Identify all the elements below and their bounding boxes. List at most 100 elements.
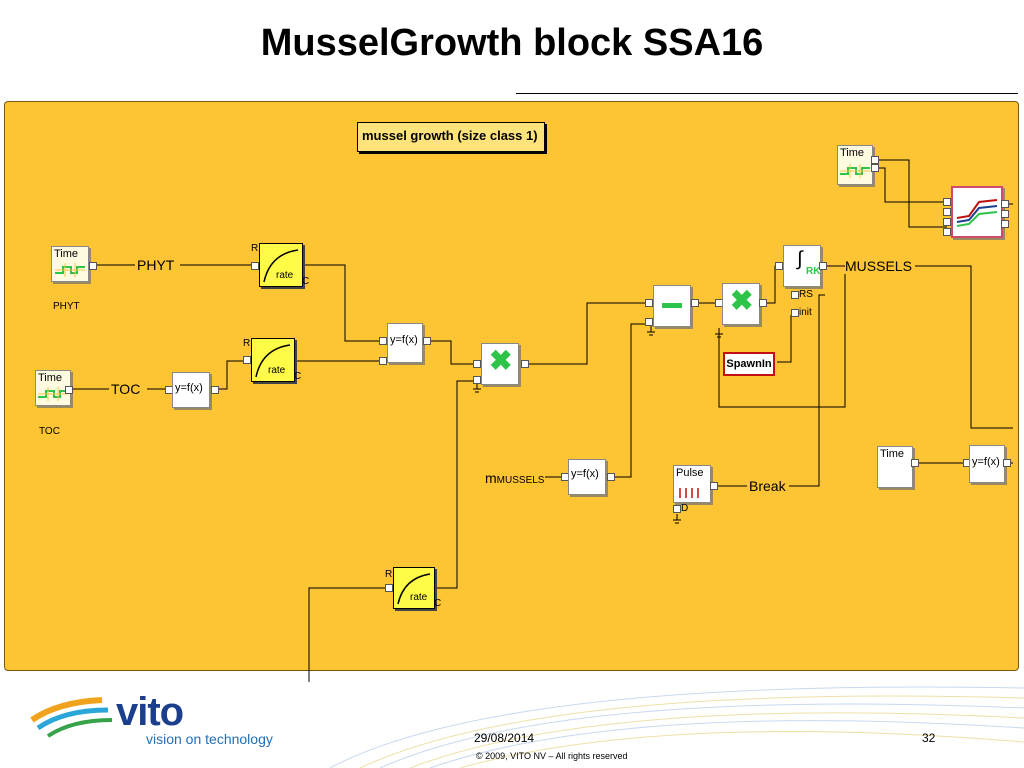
- output-port[interactable]: [1001, 220, 1009, 228]
- title-rule: [516, 93, 1018, 94]
- output-port[interactable]: [871, 164, 879, 172]
- port-label-rs: RS: [799, 289, 813, 300]
- rate-curve-icon: [263, 249, 299, 283]
- integrator-block[interactable]: ∫ RK: [783, 245, 821, 287]
- output-port[interactable]: [871, 156, 879, 164]
- multiply-block-1[interactable]: ✖: [481, 343, 519, 385]
- input-port[interactable]: [943, 198, 951, 206]
- rate-block-2[interactable]: rate: [251, 338, 295, 382]
- input-port[interactable]: [645, 299, 653, 307]
- yfx-block-center[interactable]: y=f(x): [387, 323, 423, 363]
- pulse-block[interactable]: Pulse: [673, 465, 711, 503]
- copyright-notice: © 2009, VITO NV – All rights reserved: [476, 751, 628, 761]
- output-port[interactable]: [710, 482, 718, 490]
- input-port[interactable]: [791, 291, 799, 299]
- output-port[interactable]: [759, 299, 767, 307]
- input-port[interactable]: [243, 356, 251, 364]
- rate-curve-icon: [397, 573, 431, 605]
- vito-tagline: vision on technology: [146, 731, 273, 747]
- vito-logo-word: vito: [116, 690, 184, 734]
- input-port[interactable]: [251, 262, 259, 270]
- input-port[interactable]: [791, 309, 799, 317]
- input-port[interactable]: [385, 584, 393, 592]
- input-port[interactable]: [775, 262, 783, 270]
- multiply-icon: ✖: [489, 345, 513, 376]
- spawnin-block[interactable]: SpawnIn: [723, 352, 775, 376]
- output-port[interactable]: [423, 337, 431, 345]
- wire-mussels-out: [915, 265, 1013, 429]
- signal-break: Break: [749, 478, 786, 494]
- signal-toc: TOC: [111, 381, 141, 397]
- yfx-block-mussels[interactable]: y=f(x): [568, 459, 606, 495]
- wire-time-scope-2: [873, 167, 947, 203]
- minus-icon: [662, 303, 682, 308]
- port-label-c: C: [294, 371, 302, 382]
- output-port[interactable]: [521, 360, 529, 368]
- wire-rate3-in: [308, 587, 389, 682]
- input-port[interactable]: [379, 337, 387, 345]
- footer-swoosh: [329, 686, 1024, 768]
- subtract-block[interactable]: [653, 285, 691, 327]
- time-block-bottom[interactable]: Time: [877, 446, 913, 488]
- wire-spawn: [777, 315, 792, 363]
- m-mussels-label: MUSSELS: [496, 475, 545, 486]
- port-label-c: C: [434, 598, 442, 609]
- output-port[interactable]: [1003, 459, 1011, 467]
- wire-rate3-mult: [437, 380, 477, 589]
- wire-mult-minus: [525, 302, 649, 365]
- vito-logo-icon: [30, 697, 113, 738]
- scope-block[interactable]: [951, 186, 1003, 238]
- output-port[interactable]: [65, 386, 73, 394]
- output-port[interactable]: [211, 386, 219, 394]
- time-series-icon: [840, 164, 870, 178]
- rate-block-1[interactable]: rate: [259, 243, 303, 287]
- output-port[interactable]: [911, 459, 919, 467]
- m-prefix: m: [485, 470, 497, 486]
- output-port[interactable]: [607, 473, 615, 481]
- input-port[interactable]: [943, 208, 951, 216]
- output-port[interactable]: [89, 262, 97, 270]
- signal-mussels: MUSSELS: [845, 258, 912, 274]
- output-port[interactable]: [1001, 200, 1009, 208]
- time-series-icon: [38, 387, 68, 401]
- rate-curve-icon: [255, 344, 291, 378]
- ground-icon: [673, 514, 681, 524]
- time-series-icon: [55, 263, 85, 277]
- yfx-block-right[interactable]: y=f(x): [969, 445, 1005, 483]
- integral-icon: ∫: [797, 248, 803, 270]
- input-port[interactable]: [379, 357, 387, 365]
- output-port[interactable]: [691, 299, 699, 307]
- input-port[interactable]: [943, 218, 951, 226]
- output-port[interactable]: [819, 262, 827, 270]
- wire-rate1-yfx: [303, 264, 385, 342]
- wire-yfx-rate2: [211, 360, 247, 390]
- time-block-label: Time: [54, 248, 79, 260]
- subsystem-title-box: mussel growth (size class 1): [357, 122, 545, 152]
- multiply-block-2[interactable]: ✖: [722, 283, 760, 325]
- page-number: 32: [922, 731, 936, 745]
- input-port[interactable]: [473, 376, 481, 384]
- diagram-wires: [71, 159, 1013, 682]
- wire-mult2-int: [761, 265, 785, 304]
- port-label-r: R: [243, 338, 251, 349]
- rate-block-3[interactable]: rate: [393, 567, 435, 609]
- output-port[interactable]: [1001, 210, 1009, 218]
- input-port[interactable]: [943, 228, 951, 236]
- input-port[interactable]: [473, 360, 481, 368]
- time-block-phyt[interactable]: Time: [51, 246, 89, 282]
- signal-phyt: PHYT: [137, 257, 175, 273]
- input-port[interactable]: [645, 318, 653, 326]
- pulse-icon: [679, 488, 699, 498]
- yfx-label: y=f(x): [972, 456, 1000, 468]
- rk-label: RK: [806, 266, 821, 277]
- rate-label: rate: [268, 365, 286, 376]
- yfx-block-toc[interactable]: y=f(x): [172, 372, 210, 408]
- time-block-label: Time: [880, 448, 905, 460]
- yfx-label: y=f(x): [390, 334, 418, 346]
- wire-yfx-minus: [607, 323, 649, 478]
- time-block-top[interactable]: Time: [837, 145, 873, 185]
- pulse-label: Pulse: [676, 467, 704, 479]
- time-block-label: Time: [38, 372, 63, 384]
- port-label-init: init: [799, 307, 812, 318]
- input-port[interactable]: [673, 505, 681, 513]
